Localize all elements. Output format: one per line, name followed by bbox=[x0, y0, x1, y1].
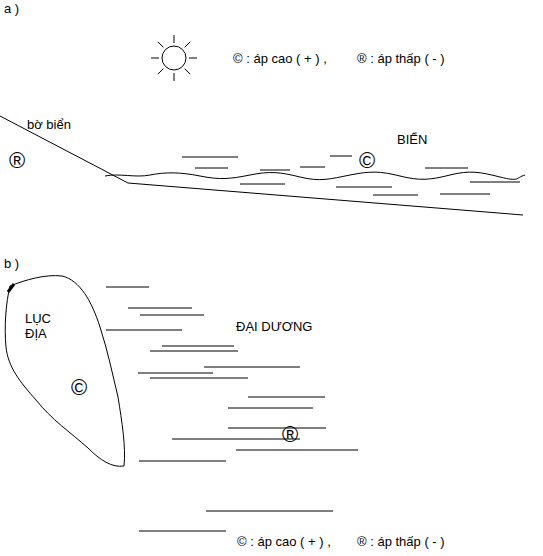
stroke bbox=[470, 182, 520, 183]
stroke bbox=[151, 58, 159, 59]
pressure-symbol: © bbox=[71, 377, 87, 399]
stroke bbox=[330, 156, 352, 157]
stroke bbox=[228, 408, 313, 409]
place-label: bờ biển bbox=[27, 118, 71, 133]
place-label: BIỂN bbox=[397, 133, 427, 148]
panel-label: a ) bbox=[4, 2, 19, 17]
stroke bbox=[228, 428, 326, 429]
stroke bbox=[236, 450, 358, 451]
stroke bbox=[336, 187, 392, 188]
stroke bbox=[185, 42, 191, 48]
stroke bbox=[195, 168, 228, 169]
stroke bbox=[172, 439, 300, 440]
region-name: LỤC ĐỊA bbox=[25, 312, 67, 342]
stroke bbox=[240, 184, 285, 185]
stroke bbox=[185, 69, 191, 75]
stroke bbox=[248, 397, 325, 398]
legend-text: © : áp cao ( + ) , bbox=[233, 52, 327, 67]
pressure-symbol: © bbox=[359, 150, 375, 172]
stroke bbox=[150, 378, 248, 379]
stroke bbox=[158, 42, 164, 48]
pressure-symbol: ® bbox=[9, 150, 25, 172]
stroke bbox=[128, 308, 192, 309]
stroke bbox=[204, 367, 300, 368]
stroke bbox=[206, 511, 333, 512]
stroke bbox=[182, 157, 238, 158]
stroke bbox=[106, 330, 182, 331]
place-label: ĐẠI DƯƠNG bbox=[236, 320, 312, 335]
legend-text: ® : áp thấp ( - ) bbox=[357, 535, 445, 550]
pressure-symbol: ® bbox=[282, 424, 298, 446]
continent-region: LỤC ĐỊA © bbox=[0, 272, 132, 472]
stroke bbox=[189, 58, 197, 59]
coastline bbox=[5, 276, 124, 467]
stroke bbox=[174, 73, 175, 81]
stroke bbox=[140, 315, 204, 316]
stroke bbox=[138, 373, 213, 374]
legend-text: ® : áp thấp ( - ) bbox=[357, 52, 445, 67]
stroke bbox=[300, 167, 325, 168]
stroke bbox=[425, 168, 468, 169]
stroke bbox=[158, 69, 164, 75]
stroke bbox=[174, 35, 175, 43]
stroke bbox=[373, 195, 418, 196]
stroke bbox=[440, 194, 490, 195]
stroke bbox=[260, 170, 290, 171]
panel-label: b ) bbox=[4, 257, 19, 272]
stroke bbox=[150, 351, 238, 352]
stroke bbox=[139, 531, 226, 532]
stroke bbox=[106, 287, 149, 288]
stroke bbox=[139, 461, 226, 462]
legend-text: © : áp cao ( + ) , bbox=[237, 535, 331, 550]
stroke bbox=[162, 346, 234, 347]
continent-outline bbox=[0, 272, 132, 472]
